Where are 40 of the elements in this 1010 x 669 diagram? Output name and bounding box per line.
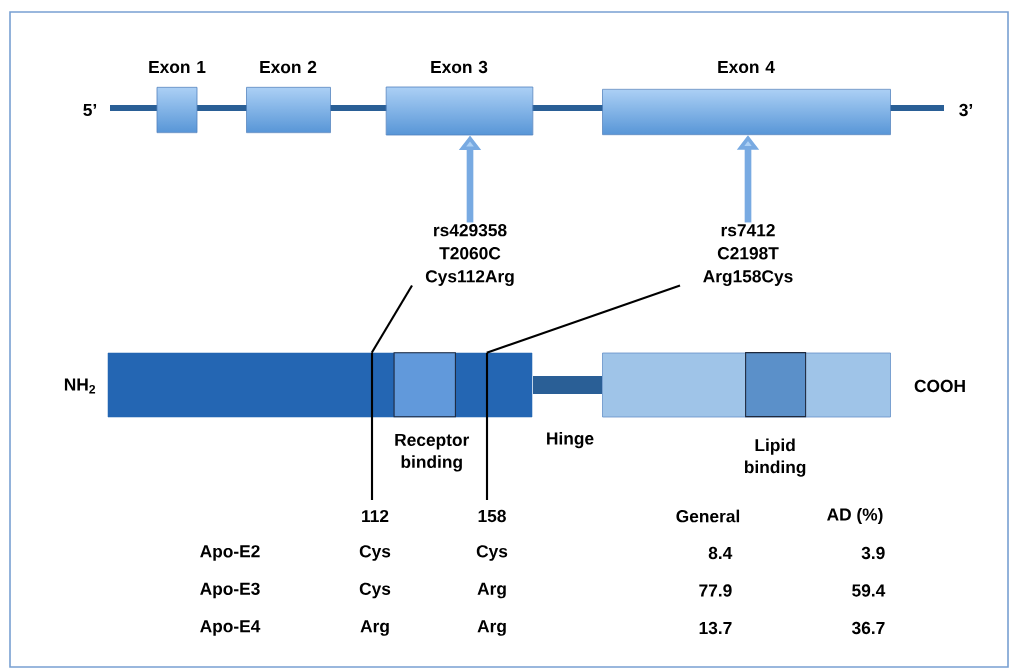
node-label: Exon 2 (260, 60, 317, 74)
column-header: 112 (362, 509, 389, 523)
leader-line (370, 285, 413, 354)
lipid-binding-box: Lipid binding (744, 352, 807, 477)
node-label: Exon 1 (149, 60, 206, 74)
node-label: Lipid binding (744, 438, 806, 477)
table-cell: 77.9 (699, 584, 732, 597)
terminus-label: COOH (914, 379, 965, 393)
end-label: 5’ (83, 103, 97, 117)
column-header: General (676, 509, 740, 523)
exon-box: Exon 4 (602, 60, 891, 136)
table-cell: Arg (477, 582, 506, 599)
exon-box: Exon 2 (246, 60, 331, 134)
table-cell: Arg (360, 620, 389, 636)
hinge-label: Hinge (547, 431, 594, 449)
node-label: Exon 3 (431, 60, 488, 74)
row-header: Apo-E2 (200, 545, 260, 561)
snp-label: rs7412 C2198T Arg158Cys (703, 224, 793, 286)
row-header: Apo-E3 (200, 582, 260, 599)
table-cell: Cys (359, 582, 391, 599)
node-label: Receptor binding (395, 433, 470, 472)
table-cell: Cys (359, 545, 391, 561)
node-label: Exon 4 (718, 60, 775, 74)
table-cell: Cys (476, 545, 508, 561)
receptor-binding-box: Receptor binding (393, 352, 470, 472)
exon-box: Exon 1 (149, 60, 206, 134)
table-cell: 3.9 (861, 546, 885, 560)
leader-line (486, 284, 681, 354)
column-header: 158 (478, 509, 506, 523)
terminus-label: NH$_{2}$ (64, 378, 96, 394)
table-cell: Arg (477, 620, 506, 636)
table-cell: 59.4 (852, 584, 886, 597)
table-cell: 8.4 (708, 546, 733, 560)
row-header: Apo-E4 (200, 620, 261, 636)
end-label: 3’ (959, 103, 973, 117)
table-cell: 36.7 (851, 621, 885, 635)
table-cell: 13.7 (699, 621, 732, 635)
exon-box: Exon 3 (385, 60, 534, 136)
snp-label: rs429358 T2060C Cys112Arg (425, 224, 514, 286)
column-header: AD (%) (827, 507, 883, 525)
